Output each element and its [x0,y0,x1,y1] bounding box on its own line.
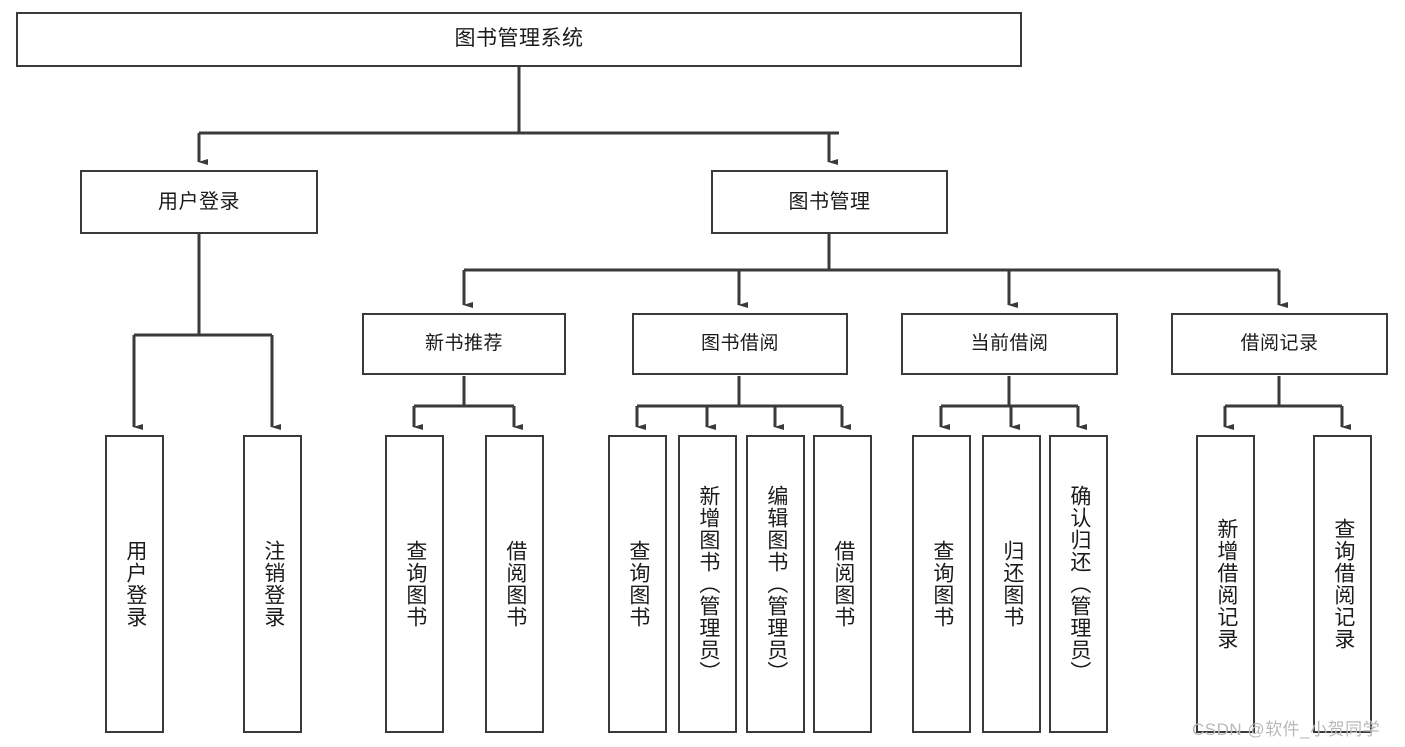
leaf-label: 新增图书（管理员） [696,485,720,683]
leaf-label: 新增借阅记录 [1214,518,1238,650]
csdn-watermark: CSDN @软件_小贺同学 [1192,720,1381,739]
leaf-label: 借阅图书 [503,540,527,628]
leaf-user-login-logout[interactable]: 注销登录 [243,435,302,733]
leaf-current-borrow-return[interactable]: 归还图书 [982,435,1041,733]
node-user-login[interactable]: 用户登录 [80,170,318,234]
leaf-label: 用户登录 [123,540,147,628]
leaf-label: 查询图书 [626,540,650,628]
leaf-current-borrow-confirm-return[interactable]: 确认归还（管理员） [1049,435,1108,733]
leaf-current-borrow-query[interactable]: 查询图书 [912,435,971,733]
leaf-book-borrow-edit[interactable]: 编辑图书（管理员） [746,435,805,733]
node-root[interactable]: 图书管理系统 [16,12,1022,67]
node-new-book-recommend-label: 新书推荐 [424,333,503,355]
node-book-borrow[interactable]: 图书借阅 [632,313,848,375]
leaf-label: 查询借阅记录 [1331,518,1355,650]
leaf-label: 借阅图书 [831,540,855,628]
leaf-book-borrow-query[interactable]: 查询图书 [608,435,667,733]
leaf-label: 查询图书 [930,540,954,628]
node-borrow-record-label: 借阅记录 [1240,333,1319,355]
leaf-new-book-borrow[interactable]: 借阅图书 [485,435,544,733]
leaf-user-login-login[interactable]: 用户登录 [105,435,164,733]
node-book-borrow-label: 图书借阅 [700,333,779,355]
leaf-label: 查询图书 [403,540,427,628]
leaf-label: 编辑图书（管理员） [764,485,788,683]
node-root-label: 图书管理系统 [454,27,584,51]
node-current-borrow-label: 当前借阅 [970,333,1049,355]
node-new-book-recommend[interactable]: 新书推荐 [362,313,566,375]
leaf-borrow-record-add[interactable]: 新增借阅记录 [1196,435,1255,733]
leaf-new-book-query[interactable]: 查询图书 [385,435,444,733]
node-book-management[interactable]: 图书管理 [711,170,948,234]
leaf-book-borrow-add[interactable]: 新增图书（管理员） [678,435,737,733]
node-book-management-label: 图书管理 [788,190,871,213]
leaf-label: 确认归还（管理员） [1067,485,1091,683]
leaf-label: 归还图书 [1000,540,1024,628]
node-user-login-label: 用户登录 [158,190,240,213]
leaf-borrow-record-query[interactable]: 查询借阅记录 [1313,435,1372,733]
leaf-label: 注销登录 [261,540,285,628]
leaf-book-borrow-borrow[interactable]: 借阅图书 [813,435,872,733]
node-borrow-record[interactable]: 借阅记录 [1171,313,1388,375]
node-current-borrow[interactable]: 当前借阅 [901,313,1118,375]
